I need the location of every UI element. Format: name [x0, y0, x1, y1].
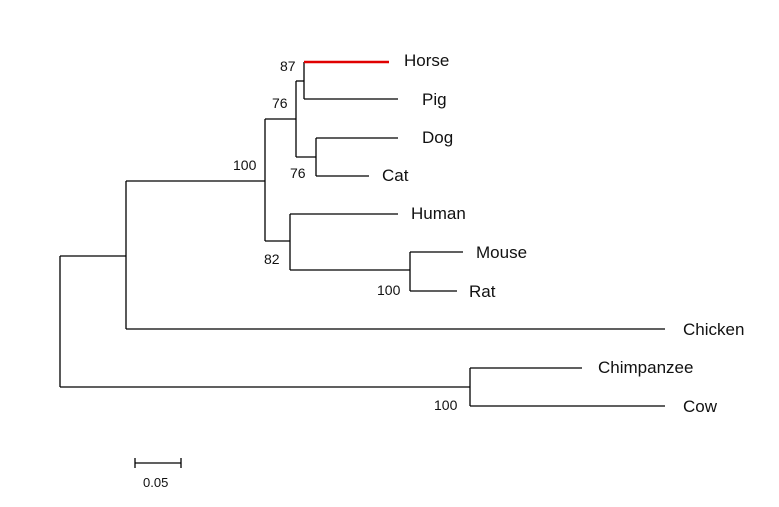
bootstrap-dog-cat: 76	[290, 165, 306, 181]
taxon-label-human: Human	[411, 204, 466, 223]
bootstrap-horse-pig-dog-cat: 76	[272, 95, 288, 111]
taxon-label-cow: Cow	[683, 397, 718, 416]
chimpanzee-cow-clade	[469, 367, 665, 407]
upper-clade	[125, 180, 665, 330]
bootstrap-horse-pig: 87	[280, 58, 296, 74]
bootstrap-labels: 87 76 76 100 82 100 100	[233, 58, 458, 413]
taxon-label-dog: Dog	[422, 128, 453, 147]
bootstrap-mouse-rat: 100	[377, 282, 401, 298]
taxon-label-horse: Horse	[404, 51, 449, 70]
mammal-clade	[264, 118, 296, 242]
taxon-label-rat: Rat	[469, 282, 496, 301]
root-node	[59, 255, 470, 388]
taxon-label-mouse: Mouse	[476, 243, 527, 262]
dog-cat-clade	[315, 137, 398, 177]
laurasiatheria-clade	[295, 80, 316, 158]
bootstrap-human-rodents: 82	[264, 251, 280, 267]
taxon-label-pig: Pig	[422, 90, 447, 109]
scale-bar-label: 0.05	[143, 475, 168, 490]
bootstrap-chimpanzee-cow: 100	[434, 397, 458, 413]
horse-pig-clade	[303, 60, 398, 100]
bootstrap-mammal-clade: 100	[233, 157, 257, 173]
taxon-labels: Horse Pig Dog Cat Human Mouse Rat Chicke…	[382, 51, 744, 416]
taxon-label-chimpanzee: Chimpanzee	[598, 358, 693, 377]
taxon-label-cat: Cat	[382, 166, 409, 185]
rodent-clade	[409, 251, 463, 292]
taxon-label-chicken: Chicken	[683, 320, 744, 339]
human-rodents-clade	[289, 213, 410, 271]
scale-bar: 0.05	[134, 458, 182, 490]
